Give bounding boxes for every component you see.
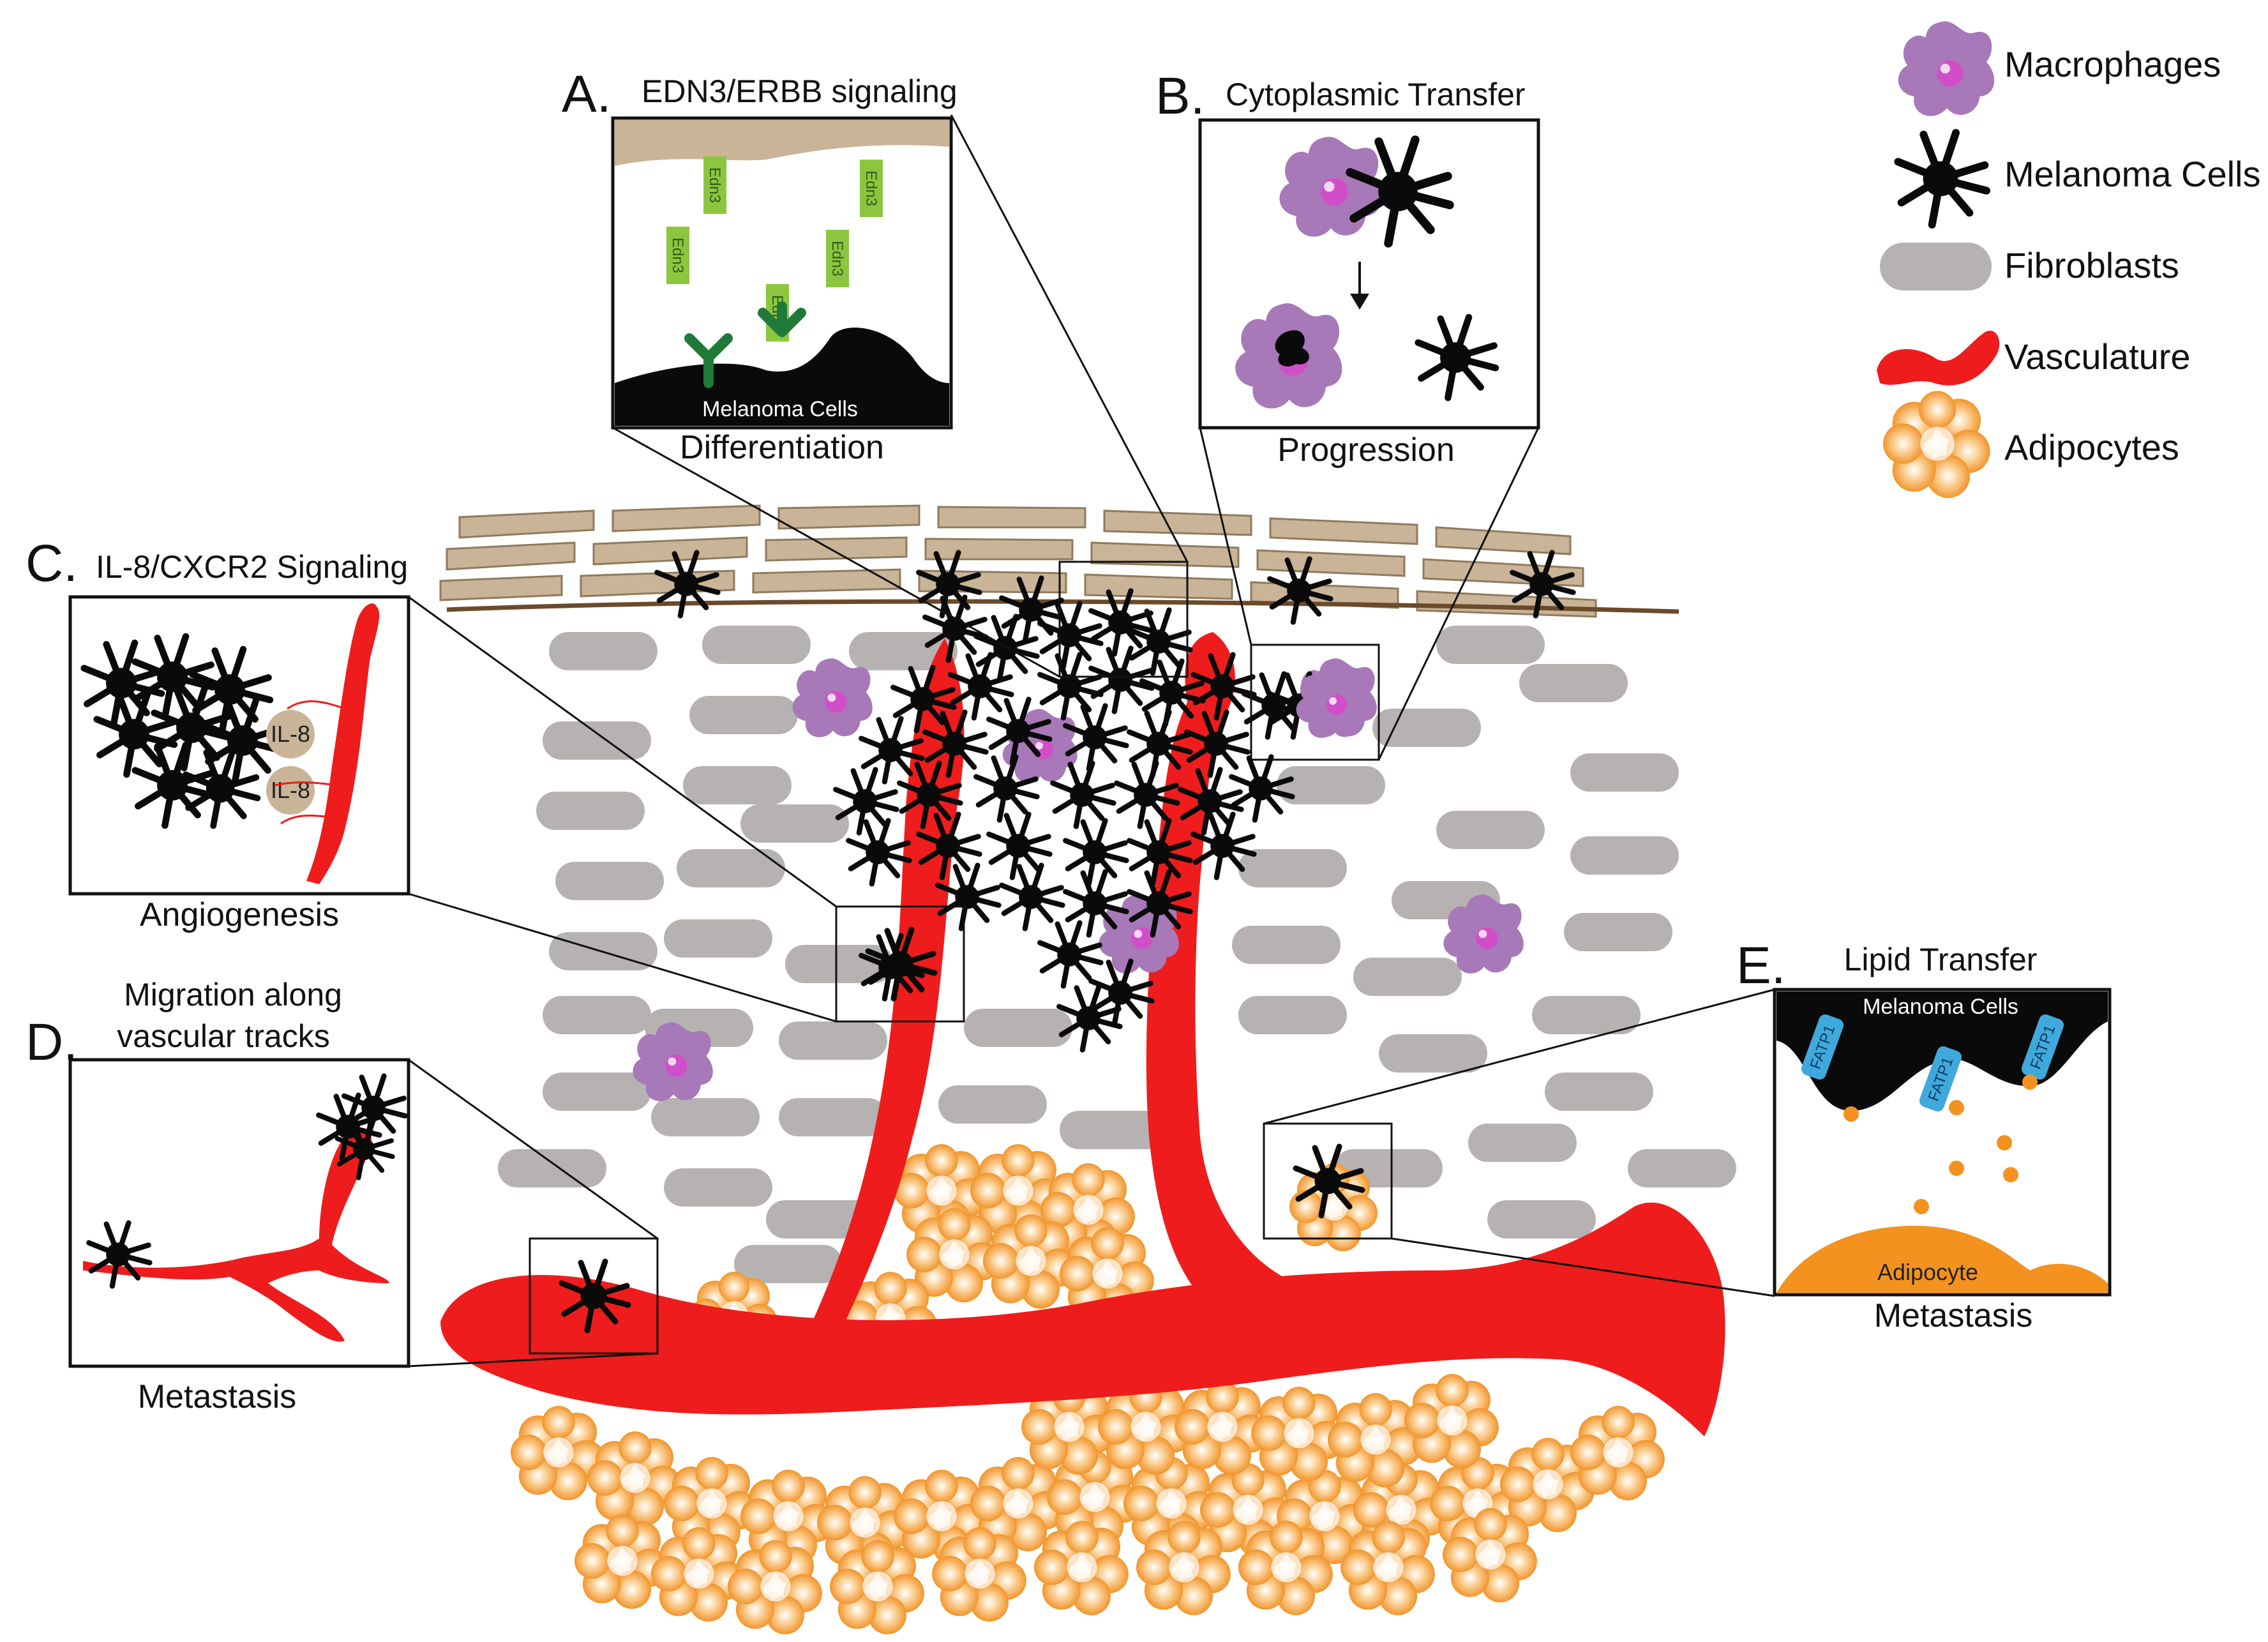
- panel-e-letter: E.: [1736, 937, 1785, 995]
- legend: Macrophages Melanoma Cells Fibroblasts V…: [1877, 21, 2261, 498]
- panel-e-adipocyte-label: Adipocyte: [1877, 1259, 1978, 1285]
- panel-e-title: Lipid Transfer: [1844, 942, 2038, 977]
- panel-a-caption: Differentiation: [680, 429, 884, 466]
- vasculature-network: [440, 632, 1725, 1436]
- panel-e: E. Lipid Transfer Melanoma Cells FATP1 F…: [1736, 937, 2112, 1334]
- edn3-ligand-1: Edn3: [706, 167, 723, 203]
- panel-a-title: EDN3/ERBB signaling: [642, 73, 958, 109]
- legend-vasculature: Vasculature: [2004, 336, 2191, 377]
- legend-fibroblast-icon: [1880, 243, 1992, 290]
- panel-c-letter: C.: [26, 534, 78, 592]
- legend-melanoma-cells: Melanoma Cells: [2004, 154, 2261, 194]
- legend-macrophages: Macrophages: [2004, 44, 2221, 84]
- panel-d-title-line1: Migration along: [124, 977, 342, 1013]
- panel-a: A. EDN3/ERBB signaling Melanoma Cells Ed…: [562, 65, 958, 466]
- panel-b-title: Cytoplasmic Transfer: [1226, 77, 1526, 112]
- edn3-ligand-4: Edn3: [829, 241, 846, 276]
- ednrb-receptors: [684, 301, 806, 388]
- legend-fibroblasts: Fibroblasts: [2004, 245, 2179, 285]
- epidermis-layer: [439, 504, 1679, 618]
- edn3-ligand-2: Edn3: [862, 170, 880, 206]
- legend-melanoma-icon: [1898, 133, 1986, 225]
- zoom-regions: [529, 561, 1393, 1355]
- panel-b-letter: B.: [1155, 67, 1205, 125]
- il8-label-2: IL-8: [271, 777, 310, 803]
- legend-vasculature-icon: [1877, 331, 2000, 386]
- panel-c-caption: Angiogenesis: [140, 896, 339, 933]
- panel-e-caption: Metastasis: [1874, 1297, 2033, 1334]
- panel-b: B. Cytoplasmic Transfer Progression: [1155, 67, 1540, 469]
- panel-e-cells-label: Melanoma Cells: [1863, 995, 2018, 1019]
- panel-a-letter: A.: [562, 65, 611, 123]
- panel-c: C. IL-8/CXCR2 Signaling IL-8 IL-8 Angiog…: [26, 534, 410, 933]
- panel-d-caption: Metastasis: [138, 1378, 297, 1415]
- lipid-droplets: [1844, 1074, 2038, 1214]
- legend-adipocytes: Adipocytes: [2004, 427, 2179, 467]
- panel-d: Migration along vascular tracks D. Metas…: [26, 977, 410, 1415]
- legend-macrophage-icon: [1898, 21, 1995, 116]
- panel-a-cells-label: Melanoma Cells: [702, 397, 858, 421]
- fibroblast-field: [498, 626, 1736, 1283]
- panel-b-caption: Progression: [1277, 432, 1454, 469]
- edn3-ligand-3: Edn3: [669, 237, 686, 273]
- leader-lines: [408, 114, 1775, 1367]
- il8-label-1: IL-8: [271, 721, 310, 747]
- panel-d-title-line2: vascular tracks: [117, 1018, 329, 1054]
- legend-adipocyte-icon: [1883, 391, 1990, 498]
- panel-c-title: IL-8/CXCR2 Signaling: [96, 549, 408, 585]
